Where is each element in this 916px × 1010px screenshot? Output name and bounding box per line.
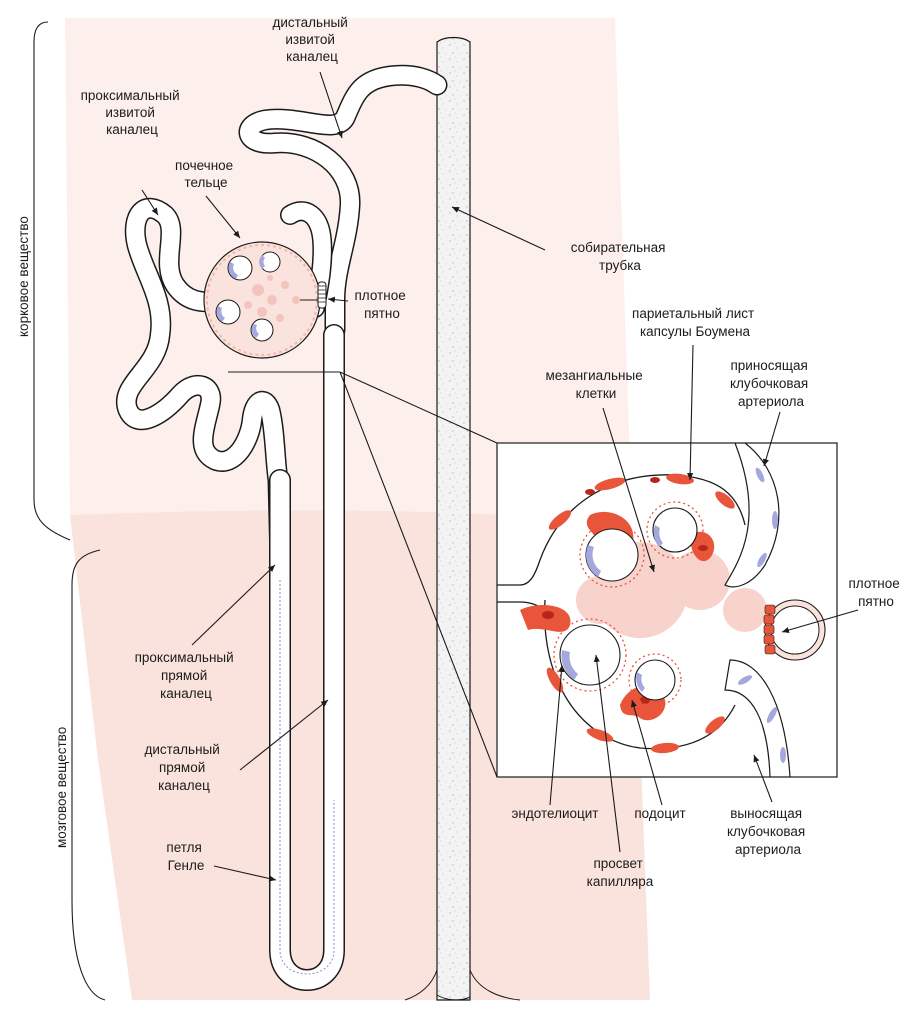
macula-densa-large: [764, 600, 825, 660]
label-endotheliocyte: эндотелиоцит: [512, 806, 599, 821]
label-parietal-layer: париетальный лист капсулы Боумена: [632, 306, 758, 339]
cortex-brace: [34, 22, 70, 540]
macula-densa-small: [318, 282, 326, 308]
medulla-label: мозговое вещество: [54, 727, 69, 848]
cortex-label: корковое вещество: [16, 216, 31, 337]
label-afferent-arteriole: приносящая клубочковая артериола: [730, 358, 812, 409]
label-podocyte: подоцит: [634, 806, 685, 821]
label-efferent-arteriole: выносящая клубочковая артериола: [727, 806, 809, 857]
label-macula-densa-zoom: плотное пятно: [849, 576, 904, 609]
zoom-panel: [497, 443, 837, 777]
